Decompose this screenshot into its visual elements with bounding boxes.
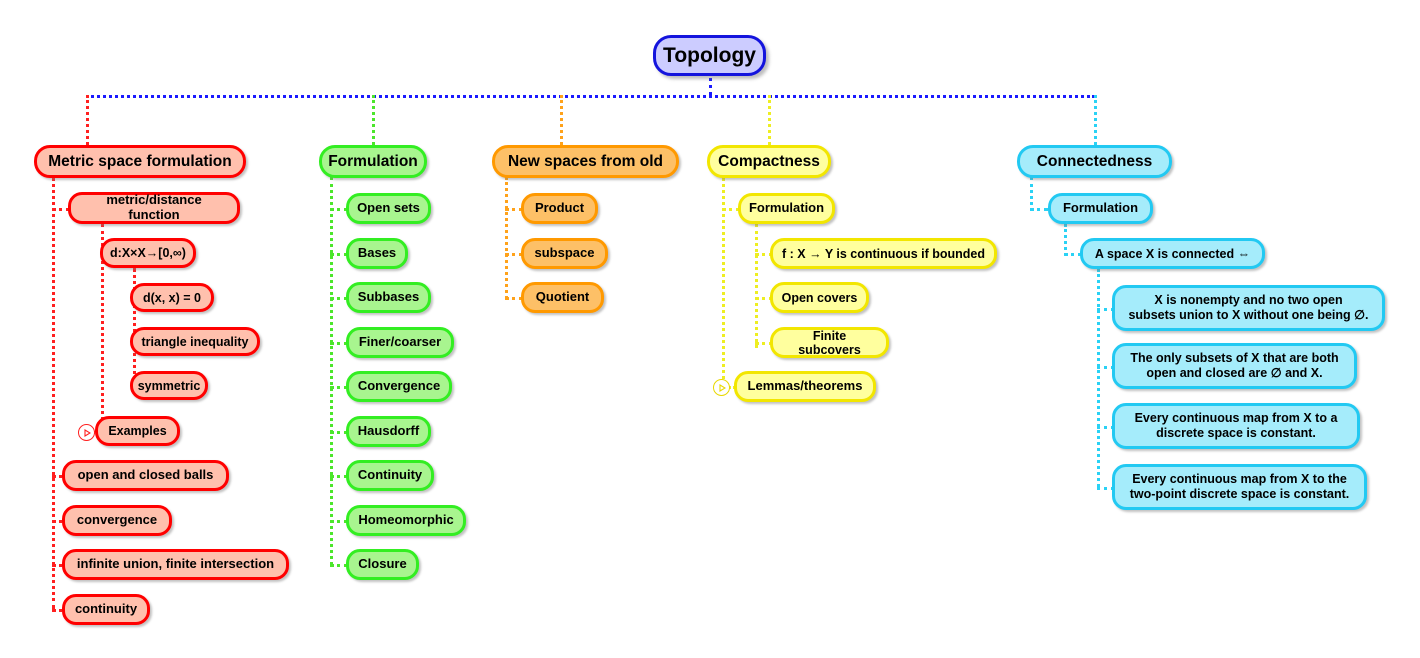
connector-connectedness-sub-spine	[1064, 224, 1067, 256]
node-connectedness-definition[interactable]: A space X is connected ⇔	[1080, 238, 1265, 269]
connector-compactness-lemmas-stub	[728, 386, 736, 389]
node-formulation-open-sets[interactable]: Open sets	[346, 193, 431, 224]
connector-formulation-child-9	[330, 564, 348, 567]
node-compactness-continuous-bounded[interactable]: f : X → Y is continuous if bounded	[770, 238, 997, 269]
connector-metric-axiom-spine	[133, 268, 136, 388]
node-connectedness-formulation[interactable]: Formulation	[1048, 193, 1153, 224]
node-connectedness-equiv-4[interactable]: Every continuous map from X to the two-p…	[1112, 464, 1367, 510]
play-triangle-icon	[718, 383, 726, 392]
branch-node-new-spaces-from-old[interactable]: New spaces from old	[492, 145, 679, 178]
connector-connectedness-child-3	[1097, 308, 1114, 311]
connector-formulation-child-2	[330, 253, 348, 256]
connector-metric-child-1	[52, 208, 70, 211]
connector-metric-child-9	[52, 564, 70, 567]
connector-newspaces-child-3	[505, 297, 523, 300]
root-node-topology[interactable]: Topology	[653, 35, 766, 76]
connector-compactness-child-3	[755, 297, 773, 300]
node-connectedness-equiv-2[interactable]: The only subsets of X that are both open…	[1112, 343, 1357, 389]
node-metric-open-closed-balls[interactable]: open and closed balls	[62, 460, 229, 491]
connector-drop-compactness	[768, 95, 771, 145]
node-connectedness-equiv-1[interactable]: X is nonempty and no two open subsets un…	[1112, 285, 1385, 331]
node-metric-examples[interactable]: Examples	[95, 416, 180, 446]
connector-newspaces-child-2	[505, 253, 523, 256]
connector-formulation-child-3	[330, 297, 348, 300]
connector-metric-child-10	[52, 609, 70, 612]
node-formulation-closure[interactable]: Closure	[346, 549, 419, 580]
connector-metric-spine	[52, 177, 55, 609]
connector-formulation-child-5	[330, 386, 348, 389]
connector-connectedness-child-1	[1030, 208, 1048, 211]
connector-connectedness-child-4	[1097, 366, 1114, 369]
node-metric-axiom-identity[interactable]: d(x, x) = 0	[130, 283, 214, 312]
collapsed-toggle-examples[interactable]	[78, 424, 95, 441]
connector-compactness-sub-spine	[755, 224, 758, 348]
connector-root-stem	[709, 78, 712, 95]
connector-connectedness-spine	[1030, 177, 1033, 211]
node-compactness-open-covers[interactable]: Open covers	[770, 282, 869, 313]
node-formulation-subbases[interactable]: Subbases	[346, 282, 431, 313]
branch-node-formulation[interactable]: Formulation	[319, 145, 427, 178]
play-triangle-icon	[83, 428, 91, 437]
node-metric-convergence[interactable]: convergence	[62, 505, 172, 536]
node-metric-axiom-symmetric[interactable]: symmetric	[130, 371, 208, 400]
node-formulation-homeomorphic[interactable]: Homeomorphic	[346, 505, 466, 536]
node-metric-union-intersection[interactable]: infinite union, finite intersection	[62, 549, 289, 580]
node-newspaces-quotient[interactable]: Quotient	[521, 282, 604, 313]
connector-metric-child-7	[52, 475, 70, 478]
connector-formulation-spine	[330, 177, 333, 565]
node-connectedness-equiv-3[interactable]: Every continuous map from X to a discret…	[1112, 403, 1360, 449]
branch-node-connectedness[interactable]: Connectedness	[1017, 145, 1172, 178]
node-metric-axiom-triangle[interactable]: triangle inequality	[130, 327, 260, 356]
connector-formulation-child-4	[330, 342, 348, 345]
branch-node-metric-space-formulation[interactable]: Metric space formulation	[34, 145, 246, 178]
connector-compactness-child-4	[755, 342, 773, 345]
node-compactness-finite-subcovers[interactable]: Finite subcovers	[770, 327, 889, 358]
node-metric-d-definition[interactable]: d:X×X→[0,∞)	[100, 238, 196, 268]
connector-connectedness-child-2	[1064, 253, 1082, 256]
connector-connectedness-equiv-spine	[1097, 269, 1100, 487]
connector-formulation-child-8	[330, 520, 348, 523]
connector-formulation-child-1	[330, 208, 348, 211]
connector-connectedness-child-6	[1097, 487, 1114, 490]
connector-drop-connectedness	[1094, 95, 1097, 145]
collapsed-toggle-lemmas[interactable]	[713, 379, 730, 396]
connector-formulation-child-7	[330, 475, 348, 478]
connector-metric-child-8	[52, 520, 70, 523]
node-compactness-lemmas-theorems[interactable]: Lemmas/theorems	[734, 371, 876, 402]
node-metric-distance-function[interactable]: metric/distance function	[68, 192, 240, 224]
node-compactness-formulation[interactable]: Formulation	[738, 193, 835, 224]
node-formulation-finer-coarser[interactable]: Finer/coarser	[346, 327, 454, 358]
node-newspaces-subspace[interactable]: subspace	[521, 238, 608, 269]
connector-drop-formulation	[372, 95, 375, 145]
connector-trunk-horizontal	[86, 95, 1095, 98]
connector-metric-sub-spine	[101, 224, 104, 432]
node-formulation-bases[interactable]: Bases	[346, 238, 408, 269]
connector-newspaces-spine	[505, 177, 508, 299]
node-newspaces-product[interactable]: Product	[521, 193, 598, 224]
connector-newspaces-child-1	[505, 208, 523, 211]
connector-connectedness-child-5	[1097, 426, 1114, 429]
node-formulation-hausdorff[interactable]: Hausdorff	[346, 416, 431, 447]
connector-formulation-child-6	[330, 431, 348, 434]
connector-compactness-child-1	[722, 208, 740, 211]
connector-compactness-child-2	[755, 253, 773, 256]
connector-drop-metric	[86, 95, 89, 145]
node-formulation-convergence[interactable]: Convergence	[346, 371, 452, 402]
connector-compactness-spine	[722, 177, 725, 387]
connector-drop-newspaces	[560, 95, 563, 145]
branch-node-compactness[interactable]: Compactness	[707, 145, 831, 178]
node-metric-continuity[interactable]: continuity	[62, 594, 150, 625]
node-formulation-continuity[interactable]: Continuity	[346, 460, 434, 491]
